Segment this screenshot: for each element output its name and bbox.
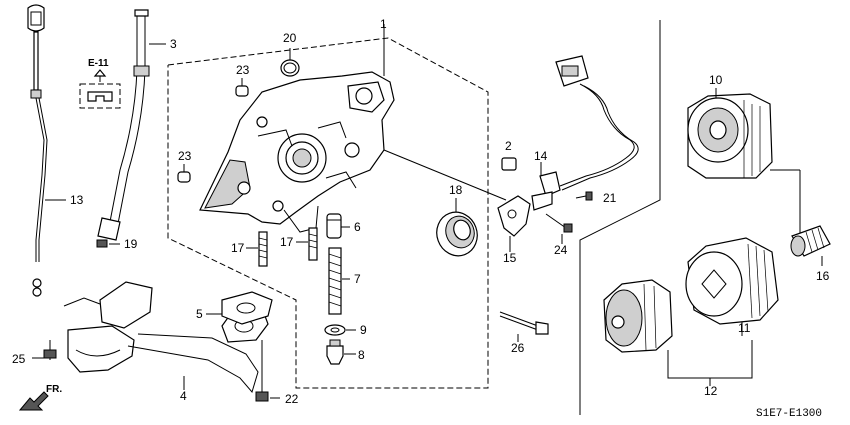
stud-17a <box>246 231 268 267</box>
callout-7: 7 <box>354 272 361 286</box>
callout-15: 15 <box>503 251 517 265</box>
callout-6: 6 <box>354 220 361 234</box>
callout-13: 13 <box>70 193 84 207</box>
o-ring-20 <box>280 48 300 77</box>
diagram-code: S1E7-E1300 <box>756 408 822 420</box>
callout-23b: 23 <box>178 149 192 163</box>
callout-16: 16 <box>816 269 830 283</box>
dipstick <box>27 4 66 297</box>
callout-17b: 17 <box>280 235 294 249</box>
oil-filter-10 <box>687 88 801 240</box>
oil-pump-group-outline <box>167 37 489 389</box>
crank-sensor-14 <box>531 55 639 211</box>
callout-17a: 17 <box>231 241 245 255</box>
relief-spring-7 <box>328 247 350 315</box>
callout-9: 9 <box>360 323 367 337</box>
reference-label: E-11 <box>88 58 109 69</box>
bolt-21 <box>575 191 593 201</box>
bolt-26 <box>499 311 549 342</box>
callout-12: 12 <box>704 384 718 398</box>
callout-11: 11 <box>738 321 751 335</box>
dipstick-tube <box>97 9 166 241</box>
callout-24: 24 <box>554 243 568 257</box>
relief-valve-6 <box>326 213 350 239</box>
dowel-pin-23a <box>235 78 249 97</box>
oil-filter-assembly-12 <box>603 279 753 386</box>
callout-18: 18 <box>449 183 463 197</box>
oil-pump-body <box>199 24 395 233</box>
callout-1: 1 <box>380 17 387 31</box>
callout-3: 3 <box>170 37 177 51</box>
callout-20: 20 <box>283 31 297 45</box>
bolt-25 <box>32 340 57 360</box>
filter-adapter-16 <box>790 225 831 266</box>
callout-4: 4 <box>180 389 187 403</box>
oil-filter-11 <box>685 237 779 336</box>
oil-seal-18 <box>436 198 478 257</box>
bolt-24 <box>545 213 573 244</box>
callout-21: 21 <box>603 191 617 205</box>
callout-2: 2 <box>505 139 512 153</box>
gasket-5 <box>206 291 273 325</box>
callout-22: 22 <box>285 392 299 406</box>
front-direction-marker: FR. <box>18 384 62 411</box>
callout-23a: 23 <box>236 63 250 77</box>
filter-section-divider <box>579 20 661 415</box>
callout-8: 8 <box>358 348 365 362</box>
dowel-pin-23b <box>177 164 191 183</box>
bolt-19 <box>96 239 120 248</box>
callout-14: 14 <box>534 149 548 163</box>
callout-19: 19 <box>124 237 138 251</box>
stud-17b <box>296 227 318 261</box>
callout-5: 5 <box>196 307 203 321</box>
callout-10: 10 <box>709 73 723 87</box>
sensor-bracket-15 <box>383 149 531 252</box>
nut-22 <box>255 340 280 402</box>
front-marker-label: FR. <box>46 384 62 395</box>
callout-26: 26 <box>511 341 525 355</box>
part-2 <box>501 157 517 171</box>
washer-9 <box>324 324 356 336</box>
callout-25: 25 <box>12 352 26 366</box>
sealing-bolt-8 <box>326 339 356 365</box>
reference-clip: E-11 <box>79 58 121 109</box>
